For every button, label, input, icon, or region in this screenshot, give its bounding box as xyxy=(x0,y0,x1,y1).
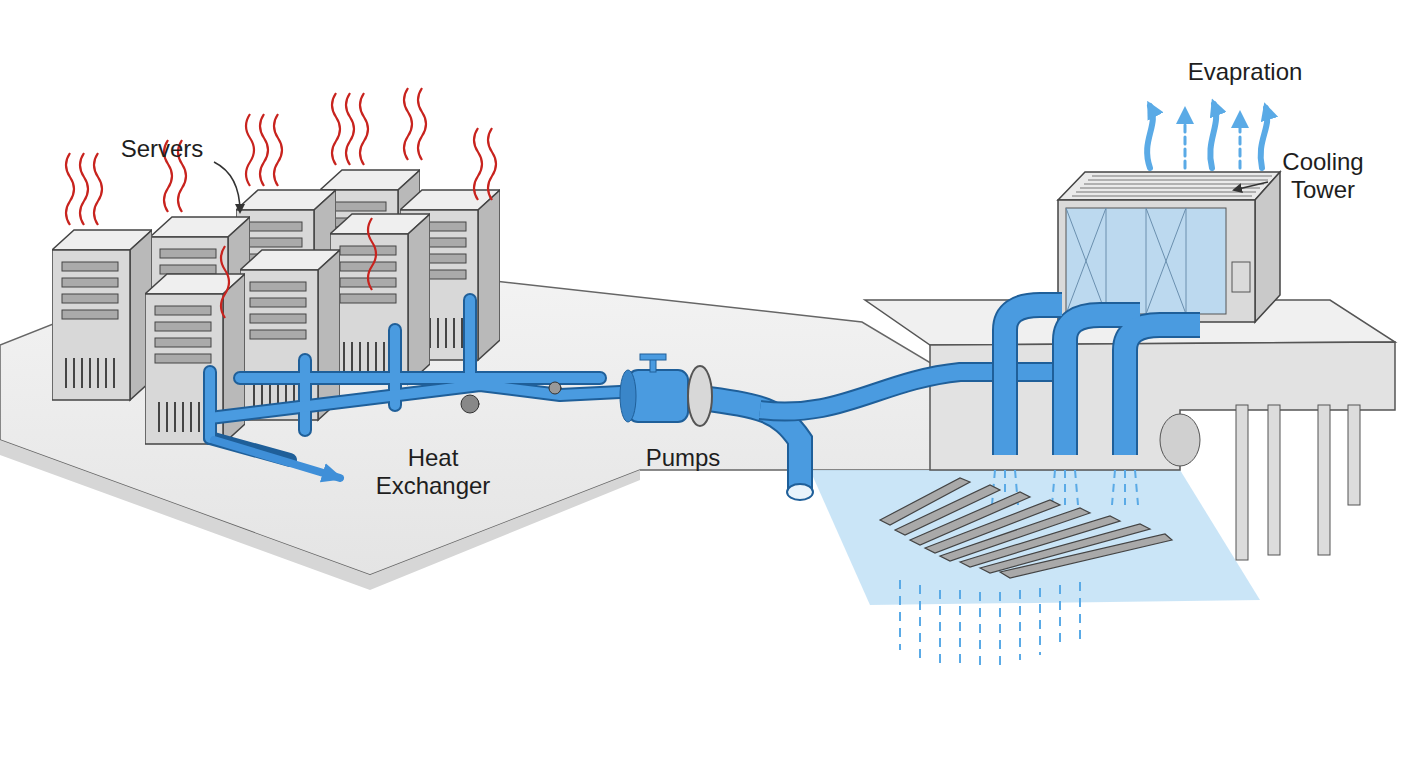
tower-pipes xyxy=(1005,305,1200,455)
cooling-tower xyxy=(1058,172,1280,322)
heat-exchanger-label: Heat Exchanger xyxy=(363,444,503,499)
servers-label: Servers xyxy=(112,135,212,163)
cooling-tower-label: Cooling Tower xyxy=(1262,148,1384,203)
tower-platform xyxy=(865,300,1395,560)
water-grid xyxy=(880,470,1172,668)
evaporation-label: Evapration xyxy=(1160,58,1330,86)
leader-lines xyxy=(214,162,1268,212)
pumps-label: Pumps xyxy=(628,444,738,472)
evaporation-arrows xyxy=(1147,104,1267,168)
heat-waves xyxy=(66,88,496,318)
